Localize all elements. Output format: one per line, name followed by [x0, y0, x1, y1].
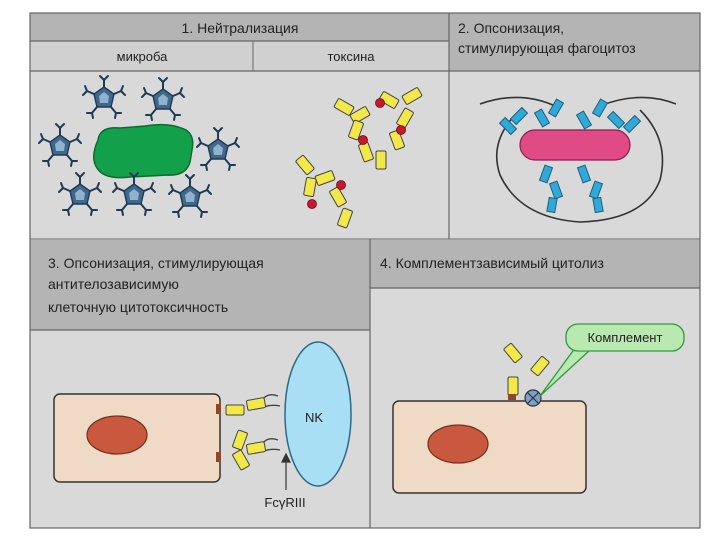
callout-bubble [539, 323, 685, 397]
panel1-sub-right: токсина [327, 49, 375, 64]
panel1-sub-left: микроба [117, 49, 168, 64]
panel-borders [29, 12, 701, 529]
panel3-title-line1: 3. Опсонизация, стимулирующая [48, 255, 264, 271]
panel1-title: 1. Нейтрализация [182, 20, 299, 36]
callout-label: Комплемент [588, 330, 663, 345]
bacterium-icon [519, 129, 631, 161]
antigen-dots [307, 98, 406, 209]
opsonin-antibodies [498, 98, 642, 214]
nk-cell-icon [284, 341, 352, 487]
panel2-header [449, 13, 700, 71]
receptor-pointer [281, 452, 291, 490]
panel2-title-line1: 2. Опсонизация, [458, 20, 564, 36]
panel1-subheader [30, 41, 449, 71]
adcc-antibodies [216, 394, 281, 471]
panel3-title-line2: антителозависимую [48, 276, 179, 292]
complement-antibodies [502, 342, 551, 400]
receptor-label: FcγRIII [264, 495, 305, 510]
nk-label: NK [305, 410, 323, 425]
lysed-cell-icon [392, 400, 587, 494]
complement-icon [524, 389, 542, 407]
panel1-header [30, 13, 449, 41]
panel4-title: 4. Комплементзависимый цитолиз [380, 255, 604, 271]
panel3-header [30, 240, 370, 330]
panel2-title-line2: стимулирующая фагоцитоз [458, 40, 636, 56]
microbe-icon [93, 123, 194, 179]
target-cell-icon [53, 393, 221, 483]
panel4-header [370, 240, 700, 288]
panel3-title-line3: клеточную цитотоксичность [48, 299, 228, 315]
